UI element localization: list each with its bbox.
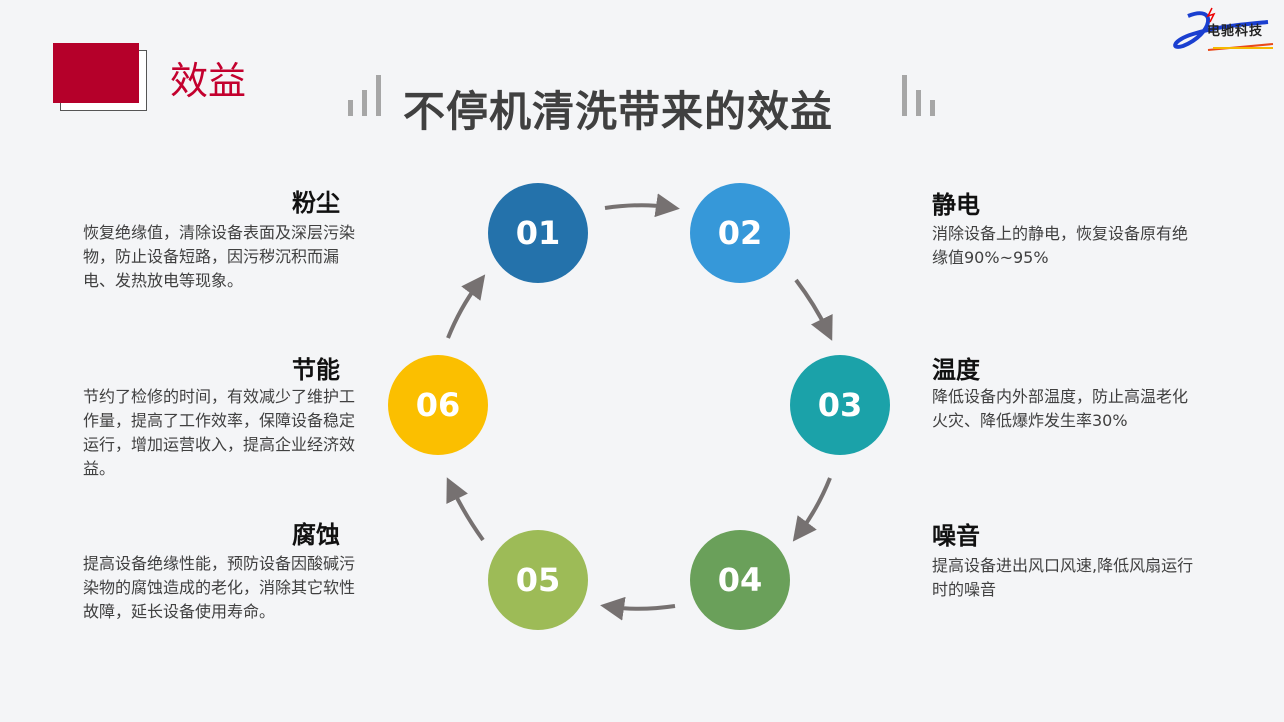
arrow-06-01 [446, 274, 486, 339]
step-title-noise: 噪音 [932, 522, 980, 550]
step-text-corrosion: 提高设备绝缘性能，预防设备因酸碱污染物的腐蚀造成的老化，消除其它软性故障，延长设… [83, 554, 356, 621]
title-deco-bar [362, 90, 367, 116]
step-title-temperature: 温度 [932, 356, 980, 384]
arrow-05-06 [446, 477, 485, 542]
company-logo [1173, 7, 1274, 51]
step-text-temperature: 降低设备内外部温度，防止高温老化火灾、降低爆炸发生率30% [932, 387, 1189, 430]
title-deco-bar [376, 75, 381, 116]
step-title-static: 静电 [932, 191, 980, 219]
step-title-energy: 节能 [292, 356, 340, 384]
page-title: 不停机清洗带来的效益 [403, 87, 834, 136]
step-circle-01: 01 [488, 183, 588, 283]
step-circle-06: 06 [388, 355, 488, 455]
logo-text: 电驰科技 [1207, 24, 1264, 39]
title-deco-bar [902, 75, 907, 116]
section-marker [53, 43, 139, 103]
arrow-03-04 [792, 477, 832, 542]
step-title-corrosion: 腐蚀 [292, 521, 340, 549]
arrow-01-02 [604, 193, 680, 218]
step-circle-03: 03 [790, 355, 890, 455]
step-circle-04: 04 [690, 530, 790, 630]
step-text-noise: 提高设备进出风口风速,降低风扇运行时的噪音 [932, 556, 1194, 599]
step-circle-05: 05 [488, 530, 588, 630]
title-deco-bar [916, 90, 921, 116]
title-deco-bar [348, 100, 353, 116]
step-text-energy: 节约了检修的时间，有效减少了维护工作量，提高了工作效率，保障设备稳定运行，增加运… [83, 387, 356, 478]
step-text-dust: 恢复绝缘值，清除设备表面及深层污染物，防止设备短路，因污秽沉积而漏电、发热放电等… [83, 223, 356, 290]
section-title: 效益 [170, 59, 247, 103]
step-text-static: 消除设备上的静电，恢复设备原有绝缘值90%~95% [932, 224, 1189, 267]
step-circle-02: 02 [690, 183, 790, 283]
arrow-02-03 [794, 278, 833, 341]
arrow-04-05 [600, 596, 676, 621]
step-title-dust: 粉尘 [292, 189, 340, 217]
title-deco-bar [930, 100, 935, 116]
